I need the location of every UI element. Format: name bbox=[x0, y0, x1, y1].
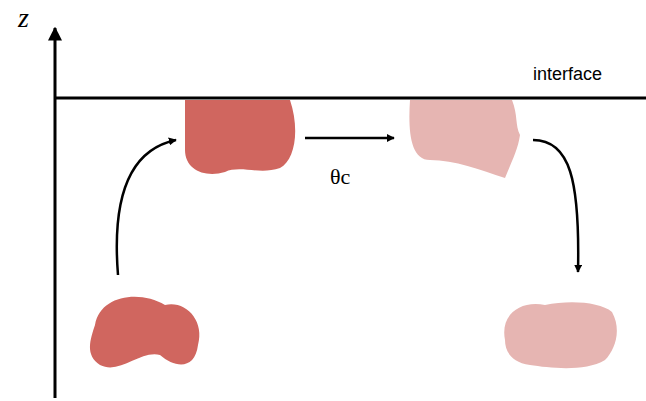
blob-end bbox=[504, 302, 617, 368]
angle-label: θc bbox=[330, 164, 350, 190]
motion-arrow bbox=[305, 137, 394, 140]
blob-start bbox=[90, 297, 199, 368]
motion-arrow bbox=[533, 140, 578, 272]
blob-at-interface bbox=[185, 100, 295, 174]
z-axis bbox=[54, 28, 57, 398]
interface-line bbox=[55, 97, 646, 100]
interface-label: interface bbox=[533, 64, 602, 85]
blob-after-contact bbox=[409, 100, 520, 178]
axis-label: z bbox=[18, 2, 29, 34]
motion-arrow bbox=[117, 140, 176, 275]
